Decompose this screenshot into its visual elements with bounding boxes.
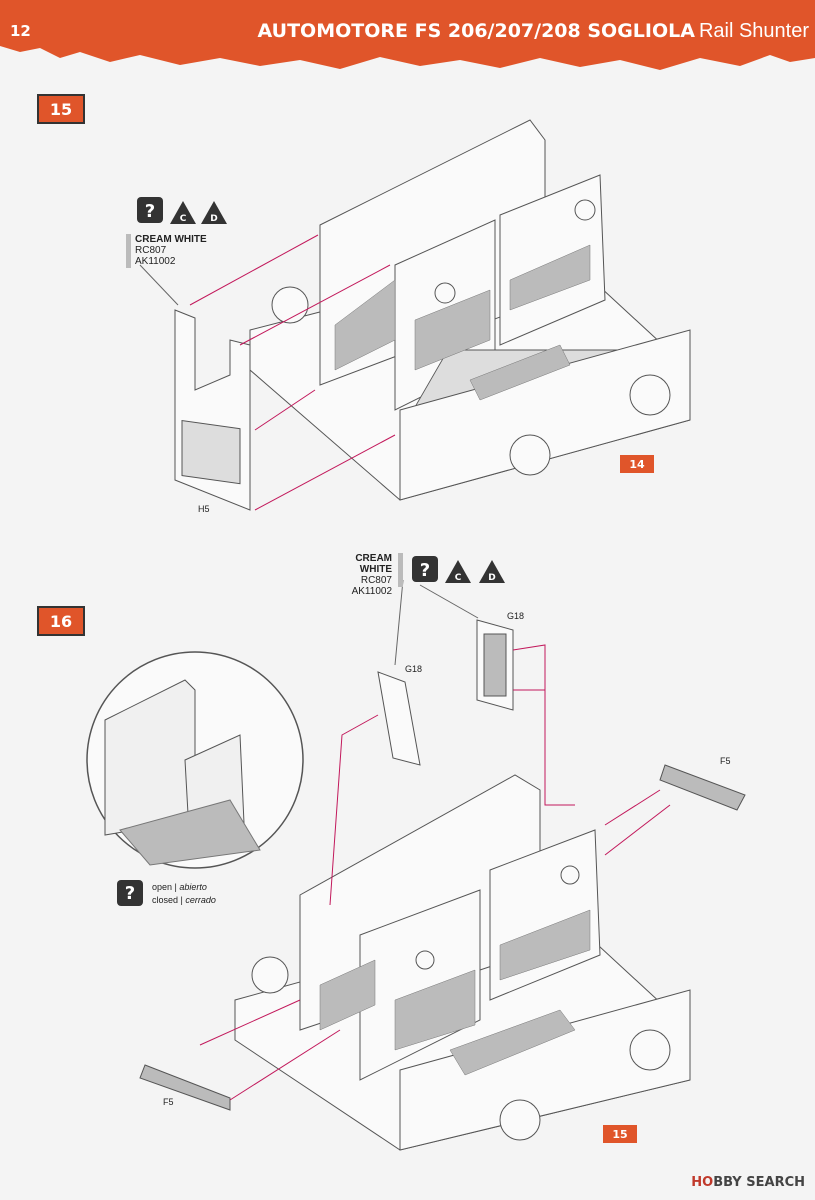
paint-label-step-15: CREAM WHITE RC807 AK11002 bbox=[126, 234, 207, 268]
watermark-footer: HOBBY SEARCH bbox=[691, 1175, 805, 1190]
question-icon: ? bbox=[412, 556, 438, 582]
c-triangle-icon: C bbox=[445, 560, 471, 583]
part-f5 bbox=[139, 764, 746, 1111]
svg-text:?: ? bbox=[420, 560, 430, 581]
paint-swatch bbox=[398, 553, 403, 587]
svg-text:D: D bbox=[488, 573, 495, 583]
paint-code-rc: RC807 bbox=[360, 575, 392, 586]
svg-text:D: D bbox=[210, 214, 217, 224]
part-h5-door bbox=[174, 309, 251, 511]
paint-name: CREAM WHITE bbox=[135, 234, 207, 245]
part-label-h5: H5 bbox=[198, 504, 210, 514]
d-triangle-icon: D bbox=[479, 560, 505, 583]
header-banner bbox=[0, 0, 815, 70]
svg-text:C: C bbox=[180, 214, 187, 224]
reference-step-14: 14 bbox=[620, 455, 654, 473]
footer-brand-b: BBY bbox=[713, 1175, 742, 1190]
part-label-f5: F5 bbox=[163, 1097, 174, 1107]
svg-text:?: ? bbox=[145, 201, 155, 222]
reference-step-15: 15 bbox=[603, 1125, 637, 1143]
legend-closed: closed | bbox=[152, 895, 183, 905]
svg-text:C: C bbox=[455, 573, 462, 583]
paint-label-step-16: CREAM WHITE RC807 AK11002 bbox=[332, 553, 403, 597]
paint-code-ak: AK11002 bbox=[135, 256, 176, 267]
paint-name: CREAM WHITE bbox=[355, 553, 392, 575]
step-16-badge: 16 bbox=[37, 606, 85, 636]
legend-open: open | bbox=[152, 882, 177, 892]
part-g18 bbox=[377, 619, 514, 766]
part-label-g18: G18 bbox=[507, 611, 525, 621]
footer-brand-c: SEARCH bbox=[741, 1175, 805, 1190]
paint-swatch bbox=[126, 234, 131, 268]
open-closed-legend: open | abierto closed | cerrado bbox=[152, 881, 216, 907]
legend-closed-es: cerrado bbox=[185, 895, 216, 905]
legend-question-icon: ? bbox=[117, 880, 143, 906]
d-triangle-icon: D bbox=[201, 201, 227, 224]
title-subtitle: Rail Shunter bbox=[698, 20, 809, 42]
detail-magnifier bbox=[86, 651, 304, 869]
c-triangle-icon: C bbox=[170, 201, 196, 224]
paint-code-rc: RC807 bbox=[135, 245, 167, 256]
title-main: AUTOMOTORE FS 206/207/208 SOGLIOLA bbox=[257, 20, 695, 42]
page-number: 12 bbox=[10, 22, 31, 40]
legend-open-es: abierto bbox=[179, 882, 207, 892]
footer-brand-a: HO bbox=[691, 1175, 714, 1190]
part-label-g18: G18 bbox=[405, 664, 423, 674]
part-label-f5: F5 bbox=[720, 756, 731, 766]
paint-code-ak: AK11002 bbox=[351, 586, 392, 597]
step-15-badge: 15 bbox=[37, 94, 85, 124]
question-icon: ? bbox=[137, 197, 163, 223]
